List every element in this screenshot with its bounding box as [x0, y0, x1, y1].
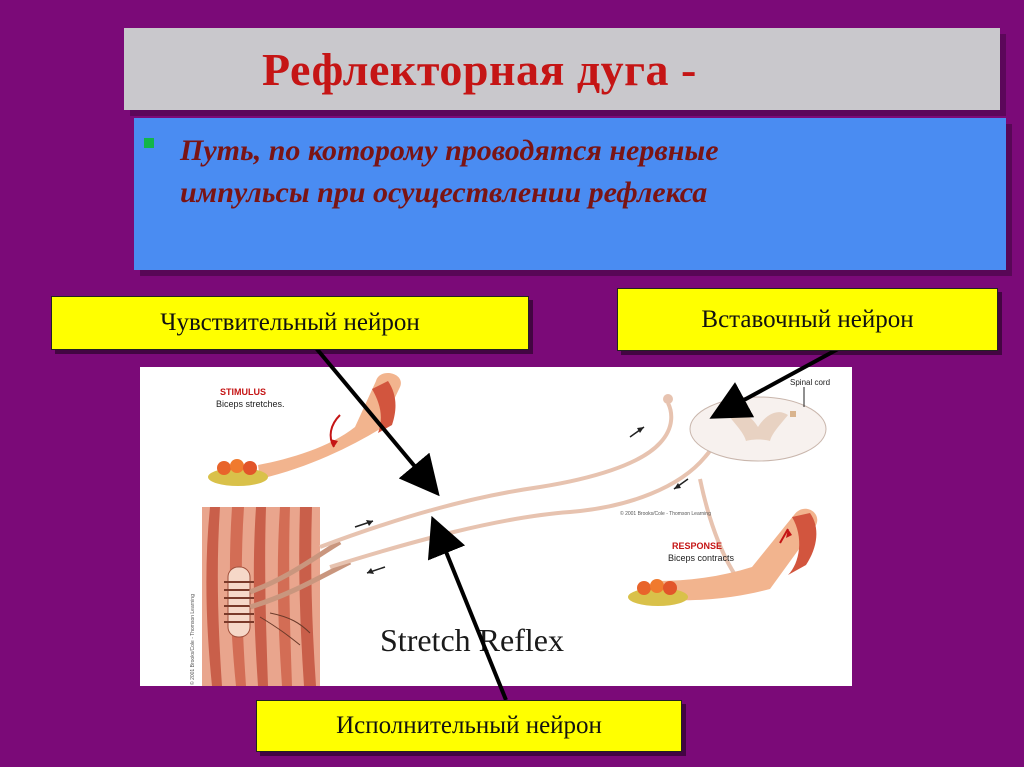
motor-fiber-to-arm [698, 478, 742, 584]
definition-line-1: Путь, по которому проводятся нервные [180, 134, 719, 167]
interneuron-label: Вставочный нейрон [617, 288, 998, 351]
spinal-cord-illustration [689, 396, 827, 462]
arrow-icon [367, 568, 374, 574]
motor-neuron-label: Исполнительный нейрон [256, 700, 682, 752]
muscle-illustration [202, 507, 352, 686]
reflex-illustration: STIMULUS Biceps stretches. Spinal cord [189, 373, 830, 686]
response-arm-illustration [628, 508, 818, 606]
sensory-neuron-label: Чувствительный нейрон [51, 296, 529, 350]
definition-text: Путь, по которому проводятся нервные имп… [180, 130, 980, 214]
response-heading: RESPONSE [672, 541, 722, 551]
bullet-icon [144, 138, 154, 148]
slide-title: Рефлекторная дуга - [262, 43, 697, 95]
stretch-reflex-diagram: STIMULUS Biceps stretches. Spinal cord [140, 367, 852, 686]
copyright-main: © 2001 Brooks/Cole - Thomson Learning [189, 594, 196, 685]
arrow-icon [674, 483, 681, 489]
motor-fiber [329, 437, 720, 569]
sensory-fiber [319, 402, 674, 549]
title-bar: Рефлекторная дуга - [124, 28, 1000, 110]
arrow-icon [637, 427, 644, 433]
diagram-title: Stretch Reflex [380, 622, 564, 658]
stimulus-heading: STIMULUS [220, 387, 266, 397]
interneuron-label-text: Вставочный нейрон [701, 305, 914, 333]
sensory-neuron-label-text: Чувствительный нейрон [160, 309, 420, 336]
definition-box: Путь, по которому проводятся нервные имп… [134, 118, 1006, 270]
arrow-icon [366, 520, 373, 526]
response-text: Biceps contracts [668, 553, 735, 563]
dorsal-ganglion [663, 394, 673, 404]
copyright-small: © 2001 Brooks/Cole - Thomson Learning [620, 510, 711, 517]
definition-line-2: импульсы при осуществлении рефлекса [180, 176, 708, 209]
stimulus-text: Biceps stretches. [216, 399, 285, 409]
spinal-cord-label: Spinal cord [790, 378, 830, 387]
motor-neuron-label-text: Исполнительный нейрон [336, 712, 602, 739]
